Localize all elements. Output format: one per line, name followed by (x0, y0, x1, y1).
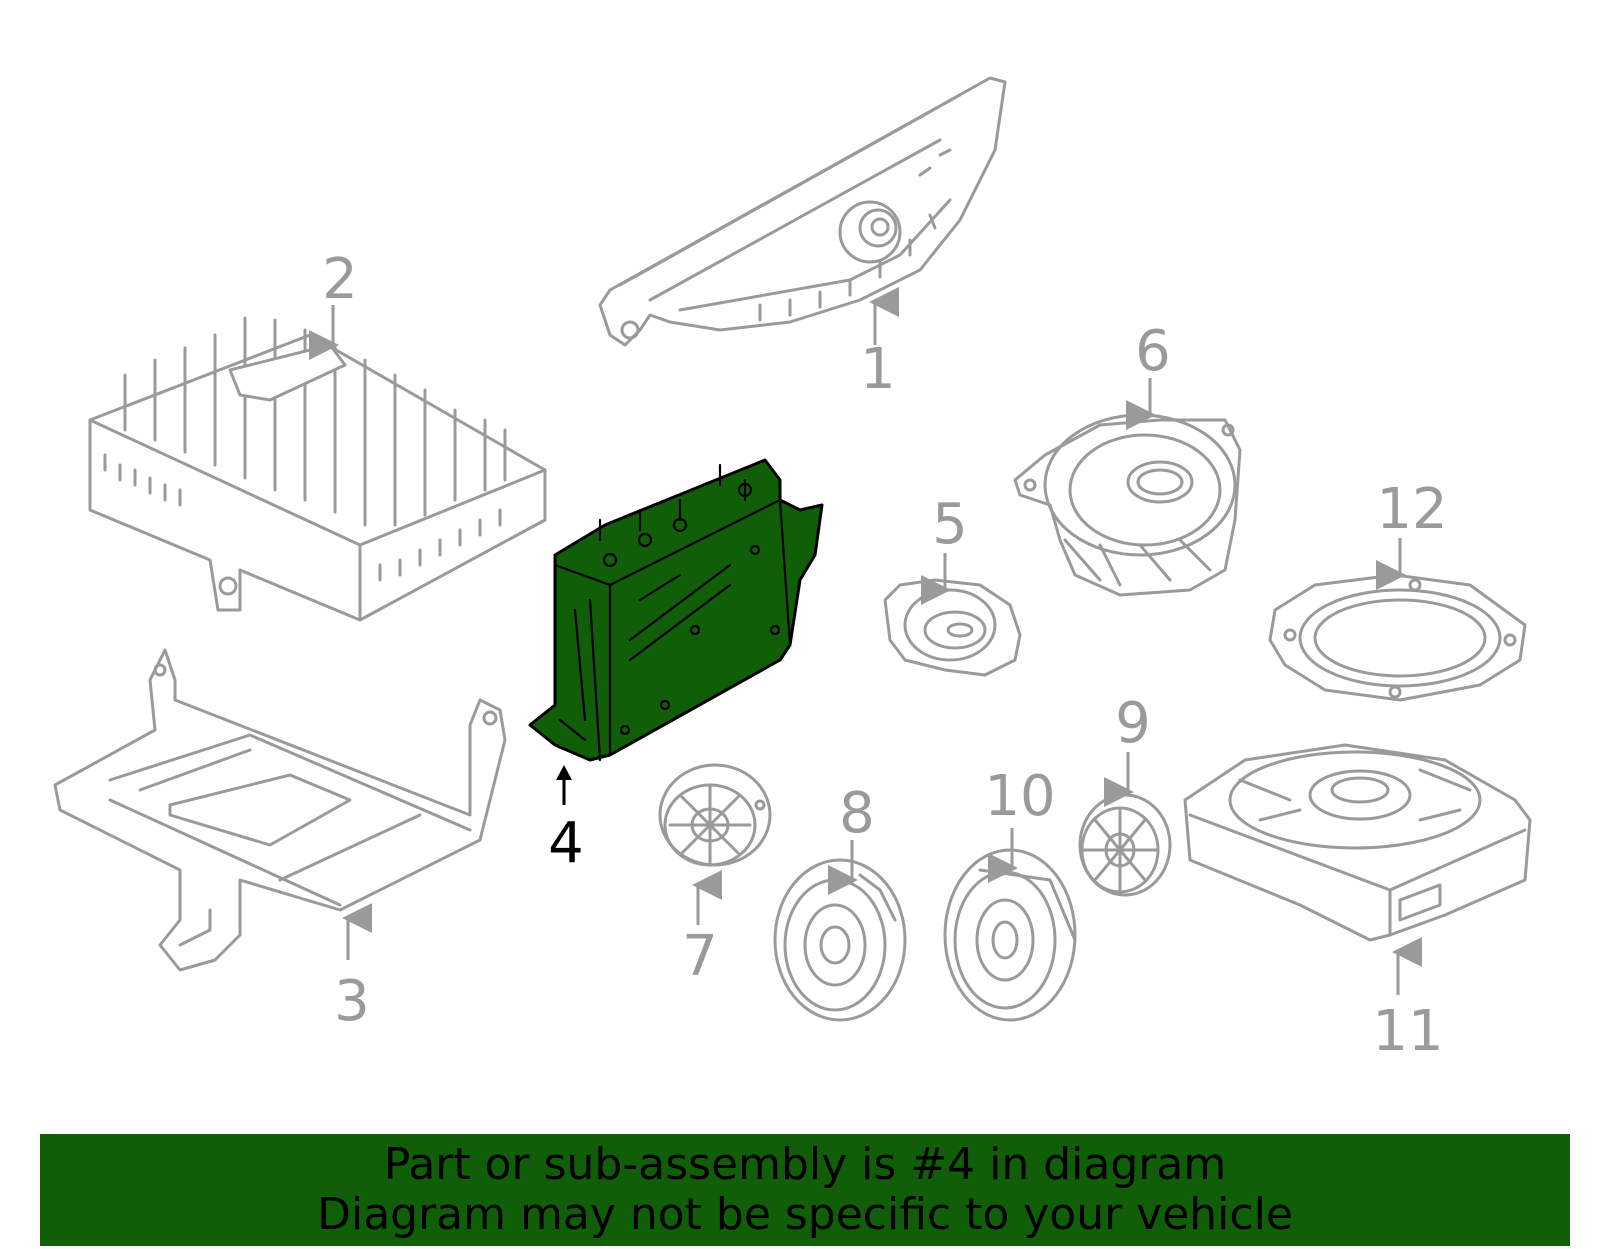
part-6-speaker[interactable] (1013, 413, 1242, 597)
callout-8[interactable]: 8 (828, 781, 875, 895)
banner-line-1: Part or sub-assembly is #4 in diagram (383, 1139, 1227, 1190)
callout-1[interactable]: 1 (860, 287, 899, 402)
callout-11[interactable]: 11 (1372, 937, 1444, 1064)
part-1-control-panel[interactable] (598, 76, 1007, 347)
callout-5[interactable]: 5 (921, 492, 968, 605)
callout-label-5: 5 (932, 492, 968, 557)
part-7-speaker[interactable] (658, 763, 772, 867)
callout-label-2: 2 (322, 247, 358, 312)
part-8-speaker[interactable] (773, 858, 907, 1022)
callout-12[interactable]: 12 (1376, 477, 1448, 590)
callout-3[interactable]: 3 (334, 903, 372, 1034)
callout-4[interactable]: 4 (548, 765, 584, 876)
part-5-tweeter[interactable] (883, 578, 1022, 677)
callout-6[interactable]: 6 (1126, 319, 1171, 430)
callout-2[interactable]: 2 (309, 247, 358, 360)
callout-label-10: 10 (984, 764, 1055, 829)
callout-label-4: 4 (548, 811, 584, 876)
banner-line-2: Diagram may not be specific to your vehi… (317, 1189, 1293, 1240)
part-2-amplifier[interactable] (88, 316, 547, 622)
callout-label-12: 12 (1376, 477, 1447, 542)
parts-diagram: 1 2 3 4 5 6 7 8 9 10 11 12 (53, 76, 1532, 1064)
callout-label-8: 8 (839, 781, 875, 846)
callout-label-3: 3 (334, 969, 370, 1034)
callout-9[interactable]: 9 (1104, 691, 1151, 807)
info-banner: Part or sub-assembly is #4 in diagram Di… (40, 1134, 1570, 1246)
callout-7[interactable]: 7 (682, 870, 722, 989)
part-9-speaker[interactable] (1078, 793, 1172, 897)
part-12-gasket[interactable] (1268, 573, 1527, 702)
part-4-audio-module[interactable] (528, 458, 824, 762)
part-3-bracket[interactable] (53, 648, 507, 972)
callout-10[interactable]: 10 (984, 764, 1056, 883)
callout-label-9: 9 (1115, 691, 1151, 756)
callout-label-1: 1 (860, 337, 896, 402)
part-10-speaker[interactable] (943, 848, 1077, 1022)
callout-label-6: 6 (1135, 319, 1171, 384)
part-11-subwoofer[interactable] (1183, 743, 1532, 942)
callout-label-11: 11 (1372, 999, 1443, 1064)
callout-label-7: 7 (682, 924, 718, 989)
